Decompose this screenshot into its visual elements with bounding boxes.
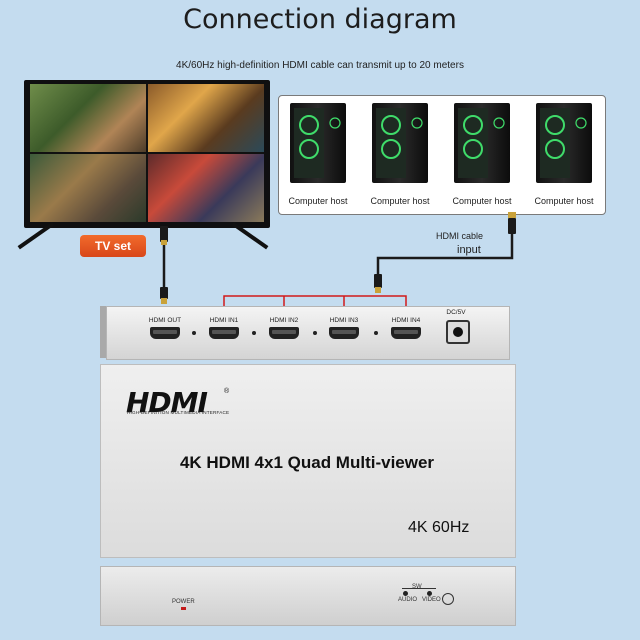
computer-label-4: Computer host — [524, 196, 604, 206]
hdmi-port-icon — [209, 327, 239, 339]
screw-dot — [313, 331, 317, 335]
screw-dot — [374, 331, 378, 335]
hdmi-port-icon — [150, 327, 180, 339]
pc-tower-icon — [454, 103, 510, 183]
computer-label-2: Computer host — [360, 196, 440, 206]
computer-label-1: Computer host — [278, 196, 358, 206]
cable-input-label: input — [457, 244, 481, 256]
cable-label: HDMI cable — [436, 231, 483, 241]
sw-bracket — [402, 588, 436, 589]
dc-jack-icon — [446, 320, 470, 344]
pc-tower-icon — [372, 103, 428, 183]
registered-mark: ® — [224, 388, 229, 395]
product-name: 4K HDMI 4x1 Quad Multi-viewer — [100, 453, 514, 473]
hdmi-port-icon — [329, 327, 359, 339]
tv-hdmi-cable — [160, 226, 168, 304]
input-hdmi-cable — [374, 212, 516, 293]
power-label: POWER — [172, 599, 195, 605]
audio-switch-icon[interactable] — [403, 591, 408, 596]
screw-dot — [192, 331, 196, 335]
screw-dot — [252, 331, 256, 335]
port-label-hdmi-out: HDMI OUT — [145, 317, 185, 324]
hdmi-port-icon — [269, 327, 299, 339]
port-label-hdmi-in4: HDMI IN4 — [386, 317, 426, 324]
sw-label: SW — [412, 584, 422, 590]
led-indicator-icon — [181, 607, 186, 610]
pc-tower-icon — [290, 103, 346, 183]
audio-label: AUDIO — [398, 597, 417, 603]
product-spec: 4K 60Hz — [408, 519, 469, 537]
hdmi-port-icon — [391, 327, 421, 339]
video-switch-icon[interactable] — [427, 591, 432, 596]
port-label-hdmi-in1: HDMI IN1 — [204, 317, 244, 324]
hdmi-logo-subtitle: HIGH-DEFINITION MULTIMEDIA INTERFACE — [127, 410, 229, 415]
computer-label-3: Computer host — [442, 196, 522, 206]
video-label: VIDEO — [422, 597, 441, 603]
pc-tower-icon — [536, 103, 592, 183]
port-label-hdmi-in2: HDMI IN2 — [264, 317, 304, 324]
ir-sensor-icon — [442, 593, 454, 605]
port-label-hdmi-in3: HDMI IN3 — [324, 317, 364, 324]
port-label-dc: DC/5V — [436, 309, 476, 316]
